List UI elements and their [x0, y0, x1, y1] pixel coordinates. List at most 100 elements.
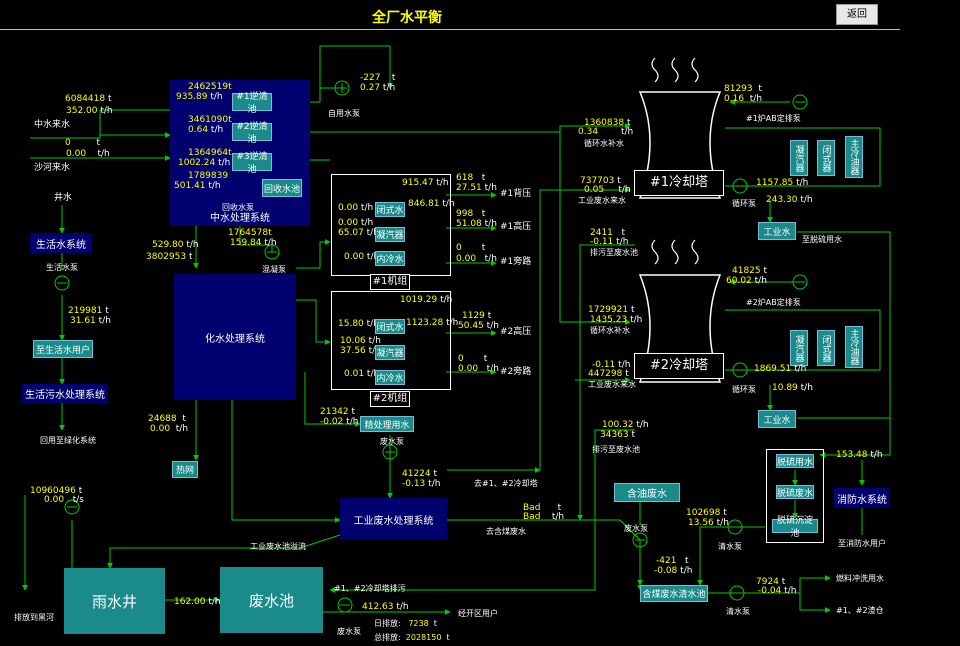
clear2-total: 7924 t: [756, 577, 786, 587]
unit1-label[interactable]: #1机组: [370, 274, 410, 290]
coal-out-line: [708, 575, 831, 594]
header-bar: [0, 0, 900, 30]
unit2-label[interactable]: #2机组: [370, 391, 410, 407]
rain-well[interactable]: 雨水井: [64, 568, 165, 634]
domestic-users[interactable]: 至生活水用户: [33, 340, 93, 358]
heat-network[interactable]: 热网: [172, 461, 198, 478]
unit2-frame: [331, 291, 451, 390]
unit1-condenser[interactable]: 凝汽器: [375, 227, 405, 242]
fire-flow: 153.48 t/h: [836, 450, 883, 460]
chem-plant[interactable]: 化水处理系统: [174, 274, 296, 400]
shahe-total: 0 t: [65, 138, 101, 148]
indus-to-tower2-line: [559, 132, 631, 325]
unit1-side-label: #1旁路: [500, 257, 532, 267]
clarifier-2[interactable]: #2逆清池: [232, 122, 272, 145]
desulf-water[interactable]: 脱硫用水: [776, 454, 814, 468]
zhongshui-label: 中水来水: [34, 120, 71, 130]
tower2-closed-cooler[interactable]: 闭式器: [817, 330, 835, 366]
tower1-drain-flow: -0.11 t/h: [590, 237, 629, 247]
unit1-closed-top: 915.47 t/h: [402, 178, 449, 188]
tower1-circ-line: [725, 127, 881, 187]
out-total: 1764578t: [228, 228, 272, 238]
tower1-makeup-label: 循环水补水: [584, 139, 624, 148]
unit1-side-total: 0 t: [456, 243, 486, 253]
unit1-closed-in: 0.00 t/h: [338, 203, 374, 213]
unit1-inner-cooling[interactable]: 内冷水: [375, 251, 405, 266]
unit2-closed-in: 15.80 t/h: [338, 319, 379, 329]
tower1-drain-line: [577, 244, 635, 521]
c1-flow: 935.89 t/h: [176, 92, 223, 102]
tower2-drain-label: 排污至废水池: [592, 445, 640, 454]
unit2-closed-water[interactable]: 闭式水: [375, 319, 405, 334]
c2-total: 3461090t: [188, 115, 232, 125]
industrial-waste-system[interactable]: 工业废水处理系统: [340, 498, 447, 540]
unit2-cond-in1: 10.06 t/h: [340, 336, 381, 346]
unit1-side-flow: 0.00 t/h: [456, 254, 497, 264]
pump-icon: [729, 585, 745, 601]
unit2-condenser[interactable]: 凝汽器: [375, 345, 405, 360]
pump-icon: [632, 532, 648, 548]
fire-water-system[interactable]: 消防水系统: [834, 488, 890, 508]
selfuse-total: -227 t: [360, 73, 396, 83]
tower1-circ-label: 循环泵: [732, 199, 756, 208]
tower2-drain-line: [594, 429, 635, 520]
zhongshui-to-unit-line: [239, 225, 273, 252]
domestic-water-system[interactable]: 生活水系统: [30, 233, 92, 253]
desulf-settle[interactable]: 脱硫沉淀池: [772, 516, 818, 539]
recovery-pool[interactable]: 回收水池: [262, 179, 302, 197]
tower1-condenser[interactable]: 凝汽器: [790, 140, 808, 176]
tower2-circ-flow: 1869.51 t/h: [754, 364, 807, 374]
indus-pump-label: 废水泵: [380, 437, 404, 446]
oily-flow: -0.08 t/h: [654, 566, 693, 576]
clear2-flow: -0.04 t/h: [758, 586, 797, 596]
c3-total: 1364964t: [188, 148, 232, 158]
oily-wastewater[interactable]: 含油废水: [614, 483, 680, 502]
clear-total: 102698 t: [686, 508, 727, 518]
unit1-cond-in1: 0.00 t/h: [338, 218, 374, 228]
unit2-cond-in2: 37.56 t/h: [340, 346, 381, 356]
tower1-oil-cooler[interactable]: 主冷油器: [845, 136, 863, 178]
recov-pump-label: 回收水泵: [222, 203, 254, 212]
c1-total: 2462519t: [188, 82, 232, 92]
tower1-industrial-water[interactable]: 工业水: [758, 222, 796, 240]
tower2-drain-flow: 100.32 t/h: [602, 420, 649, 430]
unit1-closed-out: 846.81 t/h: [408, 199, 455, 209]
tower2-ab-total: 41825 t: [732, 266, 768, 276]
tower1-circ-flow: 1157.85 t/h: [756, 178, 809, 188]
tower2-indus-total: 447298 t: [588, 369, 629, 379]
indus-out-flow: -0.13 t/h: [402, 479, 441, 489]
greening-reuse-label: 回用至绿化系统: [40, 436, 96, 445]
desulf-supply-label: 至脱硫用水: [802, 235, 842, 244]
precise-total: 21342 t: [320, 407, 356, 417]
selfuse-flow: 0.27 t/h: [360, 83, 396, 93]
tower1-ab-total: 81293 t: [724, 84, 762, 94]
tower2-condenser[interactable]: 凝汽器: [790, 330, 808, 366]
coal-clear-pool[interactable]: 含煤废水清水池: [640, 585, 708, 602]
shahe-flow: 0.00 t/h: [66, 149, 110, 159]
rain-total: 10960496 t: [30, 486, 83, 496]
zhongshui-plant-label: 中水处理系统: [210, 213, 270, 224]
precise-treatment[interactable]: 精处理用水: [360, 416, 414, 432]
river-discharge-label: 排放到黑河: [14, 613, 54, 622]
unit2-hp-flow: 50.45 t/h: [458, 321, 499, 331]
waste-pool[interactable]: 废水池: [220, 567, 323, 633]
tower1-closed-cooler[interactable]: 闭式器: [817, 140, 835, 176]
clarifier-1[interactable]: #1逆清池: [232, 92, 272, 115]
tower2-label[interactable]: #2冷却塔: [634, 353, 724, 379]
unit1-hp-flow: 51.08 t/h: [456, 219, 497, 229]
domestic-sewage-system[interactable]: 生活污水处理系统: [22, 384, 108, 403]
tower2-oil-cooler[interactable]: 主冷油器: [845, 326, 863, 368]
clarifier-3[interactable]: #3逆清池: [232, 152, 272, 175]
tower1-indus-label: 工业废水来水: [578, 196, 626, 205]
back-button[interactable]: 返回: [836, 4, 878, 25]
chem-flow: 529.80 t/h: [152, 240, 199, 250]
unit2-inner-cooling[interactable]: 内冷水: [375, 370, 405, 385]
desulf-waste[interactable]: 脱硫废水: [776, 485, 814, 499]
unit1-closed-water[interactable]: 闭式水: [375, 202, 405, 217]
tower1-indus-flow: 0.05 t/h: [584, 185, 631, 195]
chem-to-precise-line: [304, 372, 361, 427]
total-discharge: 总排放: 2028150 t: [374, 633, 450, 642]
tower2-industrial-water[interactable]: 工业水: [758, 410, 796, 428]
selfuse-label: 自用水泵: [328, 109, 360, 118]
tower1-label[interactable]: #1冷却塔: [634, 170, 724, 196]
